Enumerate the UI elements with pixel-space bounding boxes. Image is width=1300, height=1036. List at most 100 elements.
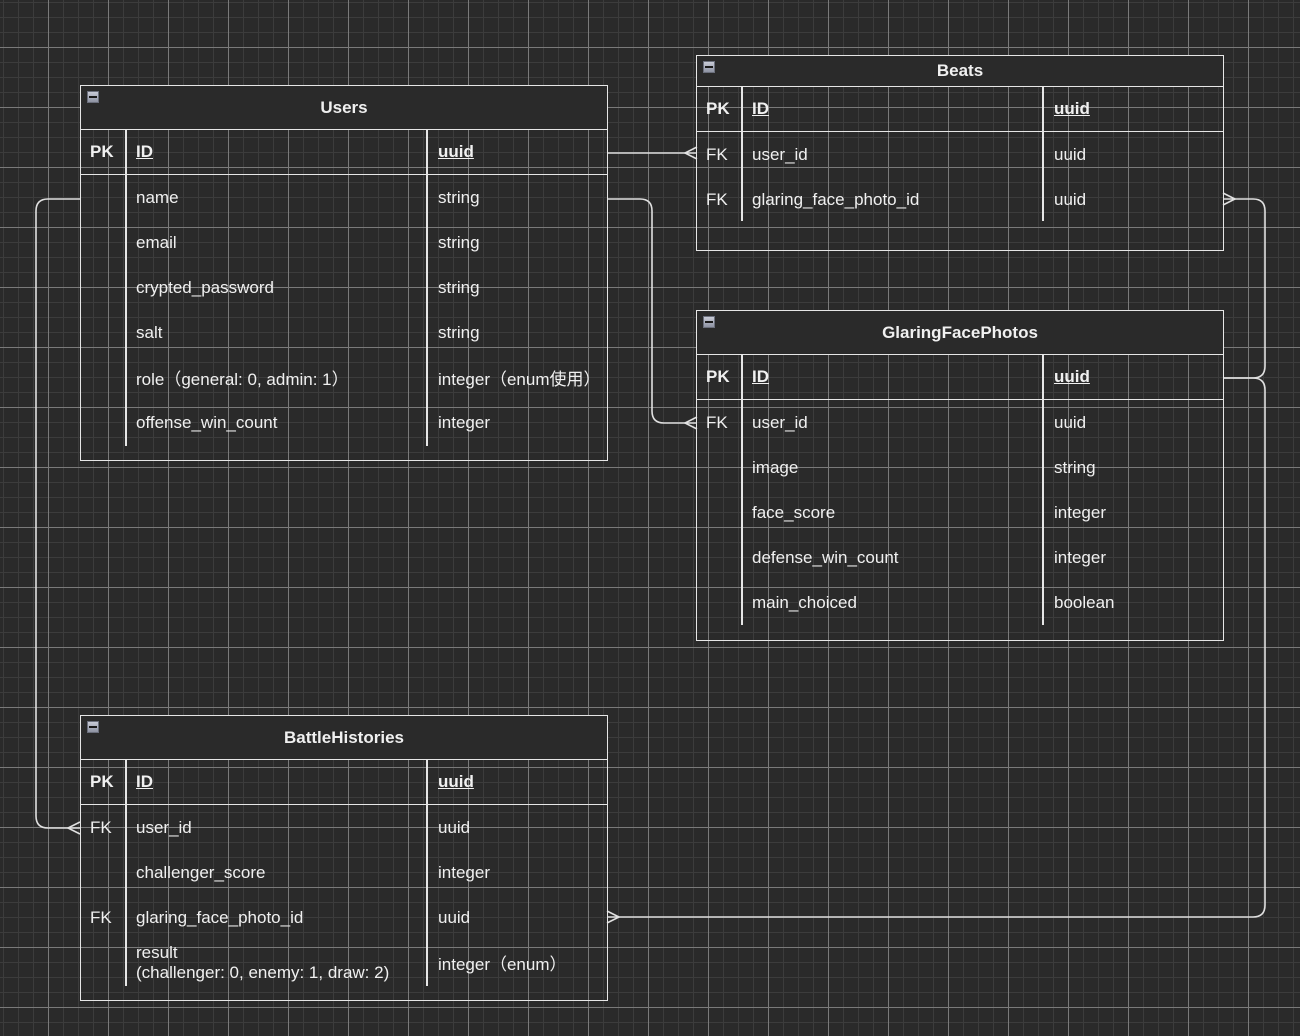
primary-key-row[interactable]: PK ID uuid [81,130,607,175]
field-type: uuid [438,817,471,837]
column-divider [1042,87,1044,221]
field-type: integer（enum使用） [438,370,601,389]
field-type: integer [438,412,490,432]
field-row[interactable]: email string [81,220,607,265]
field-type: uuid [438,142,474,161]
field-name: offense_win_count [136,412,278,432]
key-label: PK [90,772,114,791]
field-name: defense_win_count [752,547,899,567]
field-name: glaring_face_photo_id [752,189,920,209]
field-type: boolean [1054,592,1115,612]
column-divider [741,355,743,625]
key-label: FK [706,144,728,164]
connector-photos-beats[interactable] [1222,192,1266,379]
key-label: FK [706,412,728,432]
field-row[interactable]: result (challenger: 0, enemy: 1, draw: 2… [81,940,607,985]
field-row[interactable]: FK user_id uuid [697,400,1223,445]
field-name: ID [752,99,769,118]
entity-header[interactable]: Beats [697,56,1223,87]
field-row[interactable]: salt string [81,310,607,355]
field-row[interactable]: name string [81,175,607,220]
field-type: string [438,322,480,342]
entity-title: BattleHistories [284,727,404,747]
entity-battle-histories[interactable]: BattleHistories PK ID uuid FK user_id uu… [80,715,608,1001]
column-divider [426,760,428,986]
field-type: string [438,277,480,297]
primary-key-row[interactable]: PK ID uuid [697,87,1223,132]
field-name: crypted_password [136,277,274,297]
field-name-line1: result [136,942,178,962]
field-row[interactable]: defense_win_count integer [697,535,1223,580]
key-label: PK [90,142,114,161]
crows-foot-icon [66,821,81,835]
field-row[interactable]: FK glaring_face_photo_id uuid [81,895,607,940]
key-label: PK [706,367,730,386]
field-row[interactable]: offense_win_count integer [81,400,607,445]
field-row[interactable]: main_choiced boolean [697,580,1223,625]
field-name: role（general: 0, admin: 1） [136,370,349,389]
field-type: uuid [1054,412,1087,432]
field-name: image [752,457,799,477]
entity-title: GlaringFacePhotos [882,322,1038,342]
field-name: glaring_face_photo_id [136,907,304,927]
primary-key-row[interactable]: PK ID uuid [697,355,1223,400]
column-divider [426,130,428,446]
field-type: integer [1054,547,1106,567]
field-name: ID [136,142,153,161]
field-type: string [438,232,480,252]
entity-title: Beats [936,61,984,80]
collapse-icon[interactable] [87,91,99,103]
field-row[interactable]: face_score integer [697,490,1223,535]
field-row[interactable]: FK user_id uuid [81,805,607,850]
field-type: integer [438,862,490,882]
field-name: salt [136,322,163,342]
field-name: challenger_score [136,862,266,882]
collapse-icon[interactable] [703,61,715,73]
field-type: uuid [438,907,471,927]
connector-users-glaring-face-photos[interactable] [607,198,698,430]
field-type: string [438,187,480,207]
field-row[interactable]: FK user_id uuid [697,132,1223,177]
entity-beats[interactable]: Beats PK ID uuid FK user_id uuid FK glar… [696,55,1224,251]
field-name: face_score [752,502,836,522]
entity-users[interactable]: Users PK ID uuid name string email strin… [80,85,608,461]
collapse-icon[interactable] [703,316,715,328]
field-type: integer（enum） [438,955,567,974]
column-divider [741,87,743,221]
field-name-line2: (challenger: 0, enemy: 1, draw: 2) [136,962,390,982]
field-name: user_id [752,412,808,432]
field-type: string [1054,457,1096,477]
field-name: ID [136,772,153,791]
connector-users-battle-histories[interactable] [35,198,81,835]
field-type: uuid [1054,367,1090,386]
field-name: result (challenger: 0, enemy: 1, draw: 2… [136,940,389,985]
entity-header[interactable]: Users [81,86,607,130]
key-label: FK [90,907,112,927]
field-row[interactable]: crypted_password string [81,265,607,310]
connector-users-beats[interactable] [607,146,698,160]
crows-foot-icon [606,910,621,924]
field-type: uuid [1054,189,1087,209]
field-row[interactable]: image string [697,445,1223,490]
field-type: uuid [1054,99,1090,118]
field-row[interactable]: FK glaring_face_photo_id uuid [697,177,1223,222]
field-row[interactable]: challenger_score integer [81,850,607,895]
key-label: FK [90,817,112,837]
field-type: uuid [1054,144,1087,164]
entity-header[interactable]: GlaringFacePhotos [697,311,1223,355]
entity-glaring-face-photos[interactable]: GlaringFacePhotos PK ID uuid FK user_id … [696,310,1224,641]
entity-title: Users [320,97,368,117]
column-divider [1042,355,1044,625]
field-type: uuid [438,772,474,791]
primary-key-row[interactable]: PK ID uuid [81,760,607,805]
field-type: integer [1054,502,1106,522]
collapse-icon[interactable] [87,721,99,733]
field-name: user_id [136,817,192,837]
column-divider [125,760,127,986]
field-name: user_id [752,144,808,164]
field-name: email [136,232,177,252]
key-label: FK [706,189,728,209]
field-row[interactable]: role（general: 0, admin: 1） integer（enum使… [81,355,607,400]
field-name: ID [752,367,769,386]
entity-header[interactable]: BattleHistories [81,716,607,760]
